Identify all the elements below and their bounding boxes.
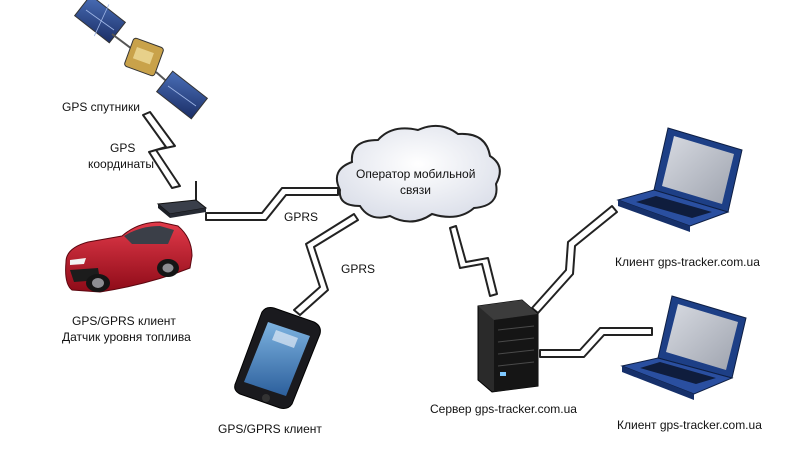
gps-modem-icon — [156, 181, 208, 218]
gprs-label-upper: GPRS — [284, 210, 319, 224]
satellite-icon — [73, 0, 209, 120]
connection-phone-to-cloud — [293, 213, 359, 316]
server-icon — [477, 299, 539, 393]
gprs-label-lower: GPRS — [341, 262, 376, 276]
laptop-icon — [616, 127, 743, 232]
connection-cloud-to-server — [449, 225, 498, 297]
server-label: Сервер gps-tracker.com.ua — [430, 402, 577, 416]
gps-coordinates-label-line2: координаты — [88, 157, 154, 171]
client-bottom-label: Клиент gps-tracker.com.ua — [617, 418, 762, 432]
client-top-label: Клиент gps-tracker.com.ua — [615, 255, 760, 269]
gps-satellites-label: GPS спутники — [62, 100, 140, 114]
operator-label-line1: Оператор мобильной — [356, 167, 476, 181]
phone-client-label: GPS/GPRS клиент — [218, 422, 322, 436]
car-client-label-line2: Датчик уровня топлива — [62, 330, 191, 344]
smartphone-icon — [234, 307, 321, 409]
gps-coordinates-label-line1: GPS — [110, 141, 136, 155]
laptop-icon — [620, 295, 747, 400]
red-car-icon — [65, 221, 193, 293]
connection-modem-to-cloud — [205, 187, 339, 221]
connection-server-to-laptop-top — [531, 205, 618, 314]
car-client-label-line1: GPS/GPRS клиент — [72, 314, 176, 328]
cloud-icon — [336, 124, 501, 223]
connection-server-to-laptop-bottom — [539, 327, 653, 358]
operator-label-line2: связи — [400, 183, 431, 197]
connection-satellite-to-modem — [142, 111, 181, 189]
